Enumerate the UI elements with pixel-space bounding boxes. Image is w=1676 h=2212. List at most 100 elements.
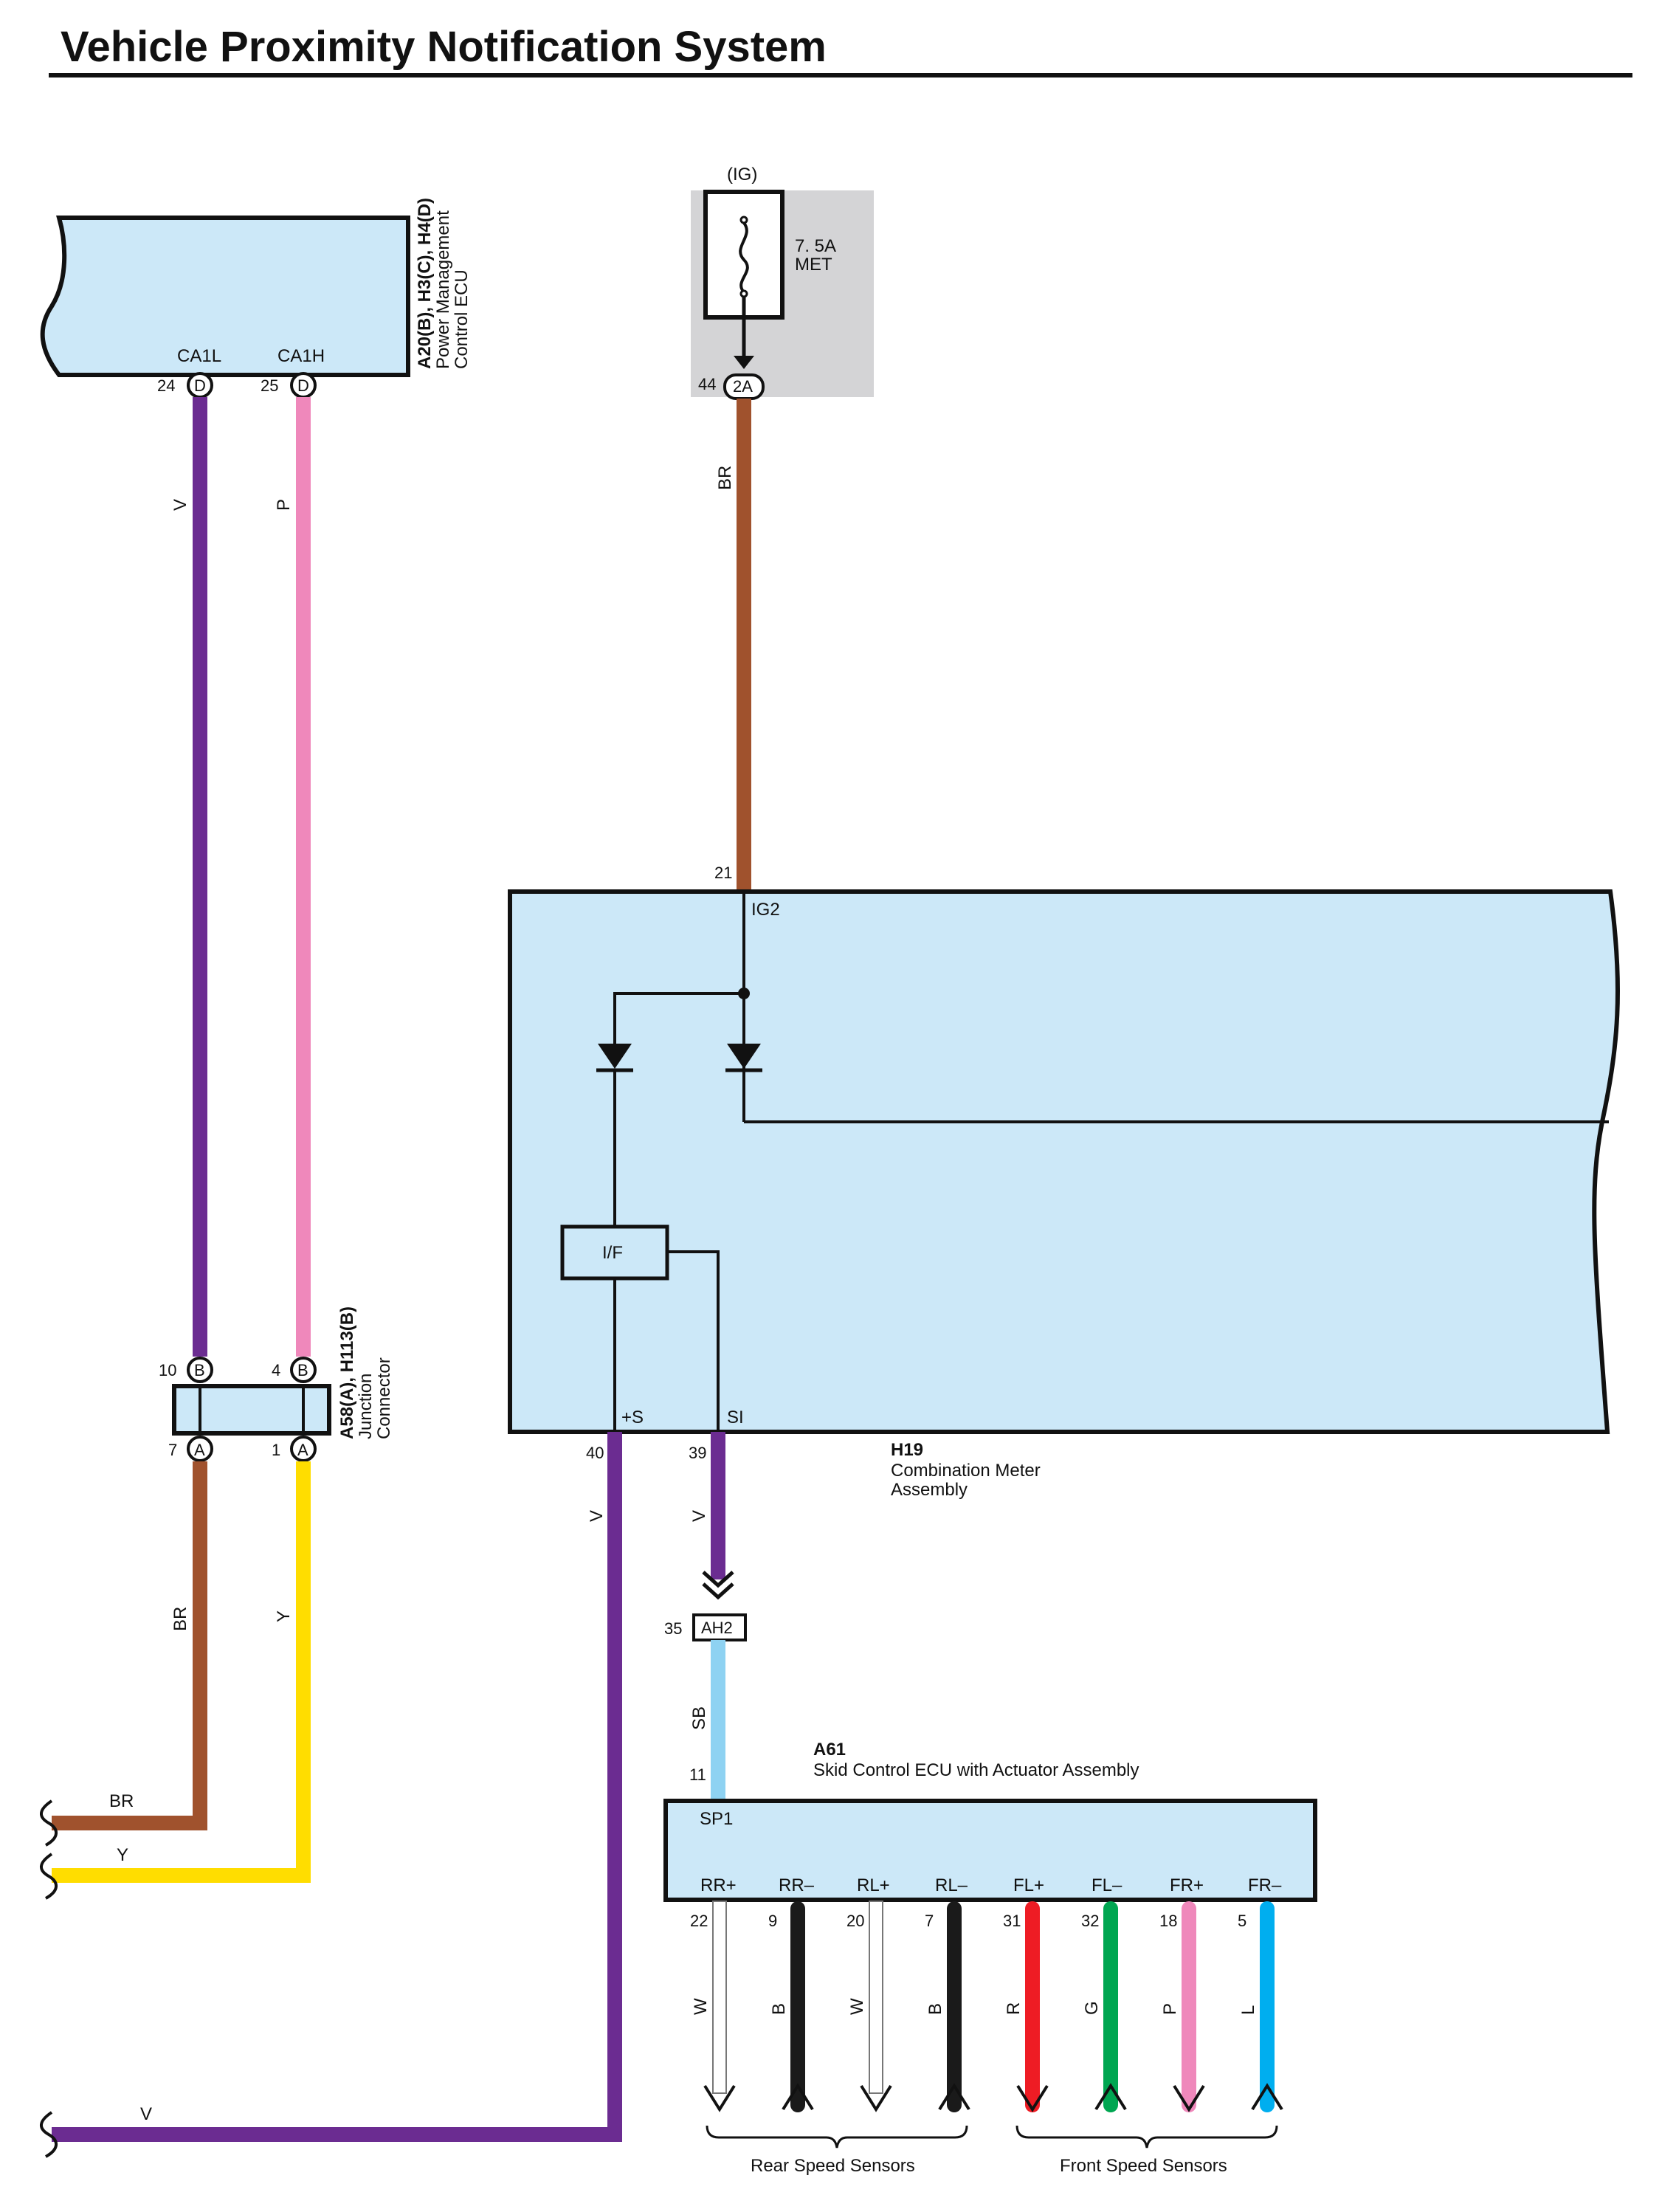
sensor-wire-frp	[1182, 1901, 1196, 2112]
jc-pin-7: 7	[168, 1441, 177, 1459]
meter-ig-label: IG2	[751, 900, 780, 920]
skid-terminal-label-rrp: RR+	[700, 1875, 737, 1895]
skid-control-ecu-box	[663, 1799, 1317, 1902]
meter-s-pin: 40	[586, 1444, 604, 1462]
meter-int-line-6	[667, 1250, 720, 1432]
sensor-wire-frm	[1260, 1901, 1275, 2112]
jc-circle-1	[290, 1436, 317, 1462]
meter-ig-pin: 21	[714, 864, 732, 882]
rear-sensors-label: Rear Speed Sensors	[751, 2156, 915, 2176]
pin-24: 24	[157, 376, 175, 395]
skid-terminal-pin-frm: 5	[1238, 1912, 1246, 1930]
fuse-element-icon	[739, 221, 749, 294]
wire-label-jc-left: BR	[170, 1607, 190, 1631]
meter-int-line-2	[613, 992, 744, 1048]
jc-circle-7	[187, 1436, 213, 1462]
junction-connector-box	[172, 1384, 331, 1436]
rear-sensors-bracket	[706, 2125, 968, 2149]
ah2-code: AH2	[701, 1619, 733, 1637]
power-management-ecu-box	[40, 216, 410, 377]
jc-name-2: Connector	[374, 1357, 394, 1439]
sensor-wire-label-rrp: W	[691, 1998, 711, 2015]
fuse-name: MET	[795, 255, 832, 275]
terminal-label-ca1l: CA1L	[177, 346, 221, 366]
conn-code-25: D	[297, 376, 309, 395]
wire-label-ca1h: P	[274, 499, 294, 511]
sensor-wire-label-flm: G	[1082, 2001, 1102, 2015]
diode-icon-left	[598, 1044, 632, 1069]
sensor-arrow-icon-rlm	[938, 2083, 970, 2111]
sensor-arrow-icon-rrm	[782, 2083, 814, 2111]
fuse-node-bottom	[739, 289, 748, 298]
wire-label-ca1l: V	[170, 499, 190, 511]
sensor-wire-rlp	[869, 1901, 883, 2094]
wire-label-exit-br: BR	[109, 1791, 134, 1811]
ah2-pin: 35	[664, 1619, 682, 1638]
combination-meter-box	[508, 889, 1621, 1434]
skid-terminal-group: RR+22WRR–9BRL+20WRL–7BFL+31RFL–32GFR+18P…	[690, 1875, 1283, 2112]
meter-si-label: SI	[727, 1408, 744, 1427]
skid-terminal-label-frp: FR+	[1170, 1875, 1204, 1895]
wire-label-exit-v: V	[140, 2104, 152, 2124]
jc-pin-1: 1	[272, 1441, 280, 1459]
sensor-wire-label-frm: L	[1238, 2005, 1258, 2015]
jc-conn-1: A	[297, 1441, 308, 1459]
wire-ig-brown	[737, 399, 751, 892]
skid-terminal-pin-rlm: 7	[925, 1912, 934, 1930]
wire-label-sb: SB	[689, 1706, 709, 1730]
sensor-wire-label-frp: P	[1160, 2003, 1180, 2015]
pm-ecu-caption: A20(B), H3(C), H4(D) Power Management Co…	[415, 198, 472, 369]
front-sensors-label: Front Speed Sensors	[1060, 2156, 1227, 2176]
fuse-arrow-icon	[734, 356, 754, 369]
wire-ca1l-purple	[193, 397, 207, 1357]
sensor-wire-rrm	[790, 1901, 805, 2112]
skid-name: Skid Control ECU with Actuator Assembly	[813, 1760, 1139, 1780]
skid-terminal-pin-flm: 32	[1081, 1912, 1099, 1930]
skid-terminal-pin-rrm: 9	[768, 1912, 777, 1930]
sensor-wire-label-rlm: B	[925, 2003, 945, 2015]
pm-ecu-name-1: Power Management	[433, 210, 453, 369]
fuse-pin-num: 44	[698, 375, 716, 393]
wire-ca1h-pink	[296, 397, 311, 1357]
wire-label-ig: BR	[715, 466, 735, 490]
sensor-arrow-icon-frm	[1251, 2083, 1283, 2111]
if-label: I/F	[602, 1243, 623, 1263]
jc-circle-10	[187, 1357, 213, 1383]
wire-meter-s-purple	[52, 1432, 622, 2142]
sensor-wire-flp	[1025, 1901, 1040, 2112]
jc-conn-10: B	[194, 1361, 205, 1379]
fuse-rating: 7. 5A	[795, 236, 836, 256]
jc-ids: A58(A), H113(B)	[337, 1306, 357, 1439]
break-mark-v	[40, 2111, 58, 2158]
jc-circle-4	[290, 1357, 317, 1383]
skid-terminal-label-rlp: RL+	[857, 1875, 890, 1895]
conn-code-24: D	[194, 376, 206, 395]
fuse-supply-label: (IG)	[727, 165, 757, 185]
sensor-wire-rlm	[947, 1901, 962, 2112]
pm-ecu-name-2: Control ECU	[452, 269, 472, 369]
jc-conn-4: B	[297, 1361, 308, 1379]
sensor-wire-label-rlp: W	[847, 1998, 867, 2015]
break-mark-br	[40, 1799, 58, 1847]
pin-25: 25	[261, 376, 278, 395]
sensor-wire-flm	[1103, 1901, 1118, 2112]
wire-jc-yellow	[52, 1461, 311, 1883]
fuse-pin-code: 2A	[733, 377, 753, 396]
meter-s-label: +S	[621, 1408, 644, 1427]
skid-terminal-pin-rrp: 22	[690, 1912, 708, 1930]
break-mark-y	[40, 1853, 58, 1900]
skid-sp1-label: SP1	[700, 1809, 733, 1829]
wire-label-jc-right: Y	[274, 1610, 294, 1622]
jc-pin-4: 4	[272, 1361, 280, 1379]
jc-caption: A58(A), H113(B) Junction Connector	[337, 1306, 394, 1439]
sensor-arrow-icon-rrp	[703, 2084, 736, 2112]
front-sensors-bracket	[1015, 2125, 1278, 2149]
skid-terminal-label-frm: FR–	[1248, 1875, 1282, 1895]
skid-terminal-label-rrm: RR–	[779, 1875, 815, 1895]
sensor-arrow-icon-rlp	[860, 2084, 892, 2112]
diode-icon-right	[727, 1044, 761, 1069]
jc-name-1: Junction	[356, 1374, 376, 1439]
sensor-wire-label-flp: R	[1004, 2002, 1024, 2015]
meter-name-2: Assembly	[891, 1480, 968, 1500]
